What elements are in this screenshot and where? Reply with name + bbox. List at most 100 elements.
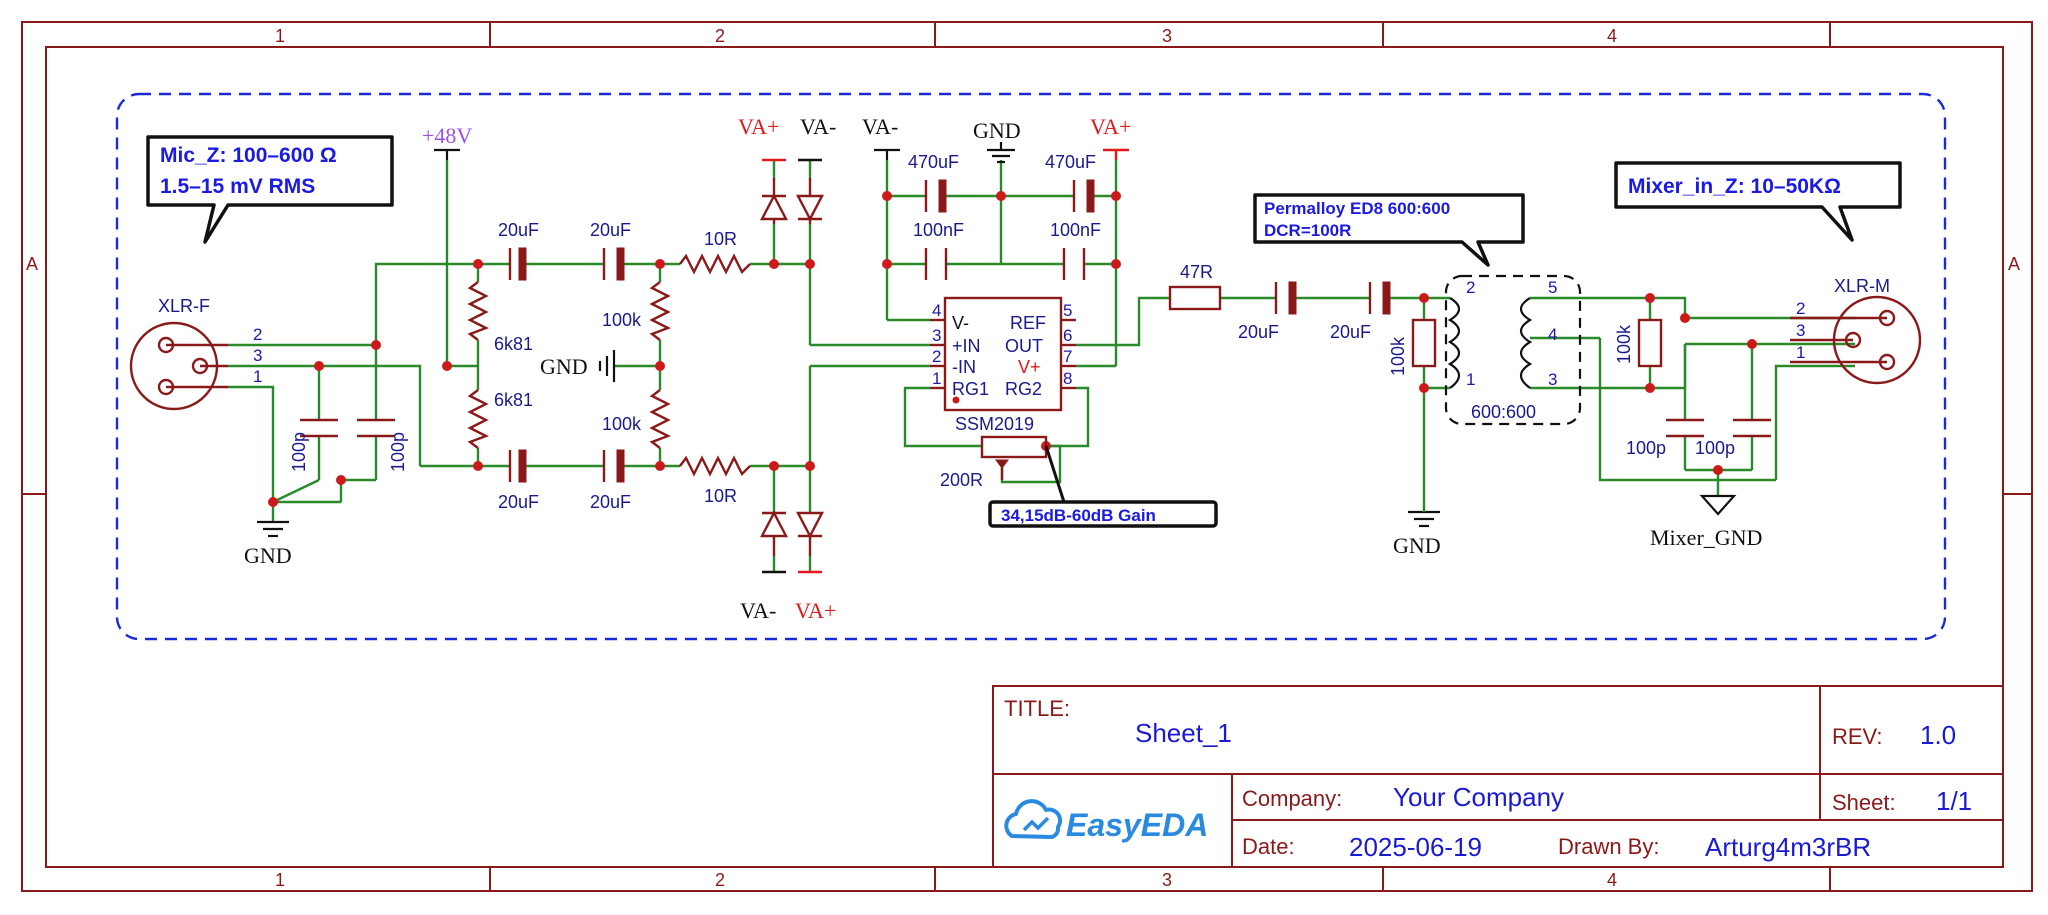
va-pos-label-ic: VA+ [1090,114,1131,139]
border-col-4-bottom: 4 [1607,870,1617,890]
xlr-m-ref: XLR-M [1834,276,1890,296]
xlr-f-pin-3: 3 [253,346,262,365]
note-mixer-impedance: Mixer_in_Z: 10–50KΩ [1614,161,1902,242]
circuit-region [115,92,1947,641]
r-bias-2-value: 6k81 [494,390,533,410]
border-col-3-bottom: 3 [1162,870,1172,890]
drawn-by-value: Arturg4m3rBR [1705,832,1871,862]
tx-pin-4: 4 [1548,325,1557,344]
note-transformer-line2: DCR=100R [1264,221,1351,240]
c-decouple-2-value: 100nF [1050,220,1101,240]
border-row-a-left: A [26,254,38,274]
c-bulk-2-value: 470uF [1045,152,1096,172]
xlr-m-pin-3: 3 [1796,321,1805,340]
note-transformer: Permalloy ED8 600:600 DCR=100R [1253,193,1525,267]
output-section: 47R 20uF 20uF 100k GND [1168,262,1441,558]
c-filter-out-2-value: 100p [1695,438,1735,458]
gnd-label-output: GND [1393,533,1441,558]
date-value: 2025-06-19 [1349,832,1482,862]
power-decoupling: VA- GND VA+ 470uF 470uF 100nF 100nF [862,114,1131,280]
border-col-1-bottom: 1 [275,870,285,890]
va-neg-label-bottom: VA- [740,598,776,623]
note-gain-text: 34,15dB-60dB Gain [1001,506,1156,525]
ic-num-6: 6 [1063,326,1072,345]
rev-value: 1.0 [1920,720,1956,750]
rev-label: REV: [1832,724,1883,749]
title-label: TITLE: [1004,696,1070,721]
diode-rails: VA+ VA- VA- VA+ [738,114,836,623]
xlr-m-connector: XLR-M 2 3 1 [1790,276,1922,385]
transformer: 2 1 5 4 3 600:600 [1444,274,1582,426]
r-term-1-value: 100k [1388,336,1408,376]
c-filter-in-2-value: 100p [388,432,408,472]
c-filter-in-1-value: 100p [289,432,309,472]
drawn-by-label: Drawn By: [1558,834,1659,859]
xlr-f-connector: XLR-F 2 3 1 [129,296,262,411]
mixer-gnd-label: Mixer_GND [1650,525,1762,550]
c-filter-out-1-value: 100p [1626,438,1666,458]
tx-pin-3: 3 [1548,370,1557,389]
c-decouple-1-value: 100nF [913,220,964,240]
note-transformer-line1: Permalloy ED8 600:600 [1264,199,1450,218]
xlr-f-pin-1: 1 [253,367,262,386]
company-value: Your Company [1393,782,1564,812]
note-mic-impedance: Mic_Z: 100–600 Ω 1.5–15 mV RMS [146,135,394,244]
xlr-f-pin-2: 2 [253,325,262,344]
input-filter-caps: 100p 100p [289,418,408,472]
border-col-2: 2 [715,26,725,46]
xlr-m-pin-1: 1 [1796,343,1805,362]
c-input-4-value: 20uF [590,492,631,512]
note-mic-line2: 1.5–15 mV RMS [160,175,315,198]
r-series-2-value: 10R [704,486,737,506]
tx-pin-2: 2 [1466,278,1475,297]
ic-num-8: 8 [1063,369,1072,388]
protection-diodes [760,178,824,556]
ic-pin-v-neg: V- [952,313,969,333]
date-label: Date: [1242,834,1295,859]
sheet-value: 1/1 [1936,786,1972,816]
r-series-1-value: 10R [704,229,737,249]
va-neg-label-top: VA- [800,114,836,139]
r-bias-1-value: 6k81 [494,334,533,354]
output-filter: 100k 100p 100p Mixer_GND [1614,318,1771,550]
xlr-f-ref: XLR-F [158,296,210,316]
ic-pin-out: OUT [1005,336,1043,356]
c-input-2-value: 20uF [590,220,631,240]
ic-pin-rg2: RG2 [1005,379,1042,399]
input-caps: 20uF 20uF 20uF 20uF [498,220,631,512]
pot-value: 200R [940,470,983,490]
ic-ref: SSM2019 [955,414,1034,434]
c-input-3-value: 20uF [498,492,539,512]
r-term-2-value: 100k [1614,324,1634,364]
c-bulk-1-value: 470uF [908,152,959,172]
tx-pin-1: 1 [1466,370,1475,389]
ic-pin-in-pos: +IN [952,336,981,356]
gnd-symbol-middle: GND [540,350,616,382]
r-gnd-2-value: 100k [602,414,642,434]
tx-pin-5: 5 [1548,278,1557,297]
bias-resistors: 6k81 6k81 100k 100k 10R 10R [467,229,751,506]
border-col-2-bottom: 2 [715,870,725,890]
ic-num-5: 5 [1063,301,1072,320]
ic-pin-ref: REF [1010,313,1046,333]
border-row-a-right: A [2008,254,2020,274]
ic-num-4: 4 [932,301,941,320]
junctions [268,191,1757,507]
easyeda-logo: EasyEDA [1066,807,1208,843]
va-neg-label-ic: VA- [862,114,898,139]
ic-num-1: 1 [932,369,941,388]
c-out-1-value: 20uF [1238,322,1279,342]
title-value: Sheet_1 [1135,718,1232,748]
xlr-m-pin-2: 2 [1796,299,1805,318]
ic-pin-v-pos: V+ [1018,357,1041,377]
phantom-label: +48V [422,123,472,148]
c-input-1-value: 20uF [498,220,539,240]
phantom-power: +48V [422,123,472,160]
ic-pin-in-neg: -IN [952,357,976,377]
gnd-symbol-left: GND [244,520,292,568]
c-out-2-value: 20uF [1330,322,1371,342]
va-pos-label-bottom: VA+ [795,598,836,623]
company-label: Company: [1242,786,1342,811]
ic-num-3: 3 [932,326,941,345]
